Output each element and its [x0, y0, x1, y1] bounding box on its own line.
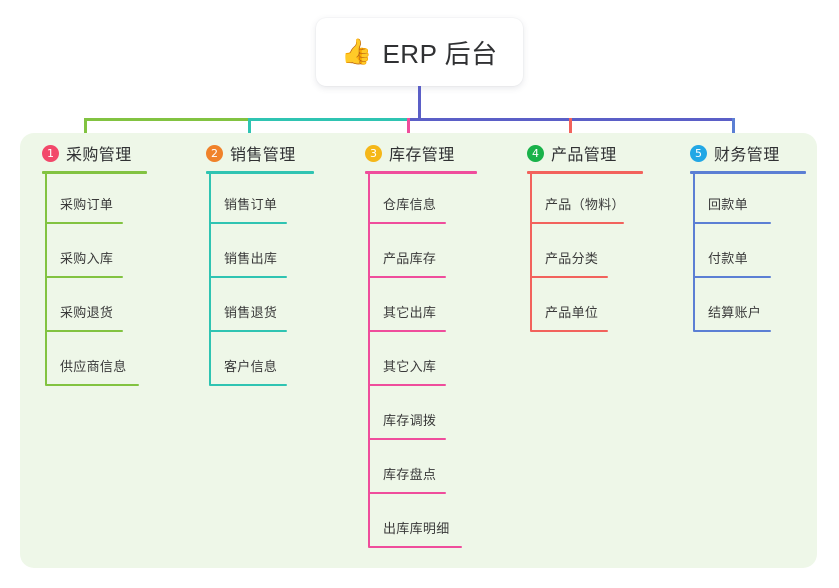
branch-title: 库存管理	[389, 147, 455, 164]
branch-spine	[530, 174, 532, 331]
branch-item-rule	[693, 276, 771, 278]
branch-item-label: 产品（物料）	[545, 197, 625, 212]
branch-item[interactable]: 回款单	[690, 180, 830, 234]
branch-item[interactable]: 仓库信息	[365, 180, 505, 234]
branch-spine	[45, 174, 47, 385]
branch-item[interactable]: 产品分类	[527, 234, 667, 288]
branch-title: 财务管理	[714, 147, 780, 164]
branch-item[interactable]: 结算账户	[690, 288, 830, 342]
branch-index-badge: 3	[365, 144, 382, 162]
branch-title: 销售管理	[230, 147, 296, 164]
branch-item-rule	[209, 222, 287, 224]
thumbs-up-icon: 👍	[341, 37, 373, 66]
branch-item[interactable]: 产品库存	[365, 234, 505, 288]
branch-item-label: 客户信息	[224, 359, 278, 374]
branch-spine	[693, 174, 695, 331]
root-node-card[interactable]: 👍 ERP 后台	[316, 18, 523, 86]
branch-item-rule	[693, 330, 771, 332]
branch-item-rule	[209, 330, 287, 332]
branch-item[interactable]: 采购入库	[42, 234, 182, 288]
bus-segment-1	[84, 118, 248, 121]
branch-item-rule	[368, 438, 446, 440]
branch-item[interactable]: 其它出库	[365, 288, 505, 342]
branch-item[interactable]: 销售退货	[206, 288, 346, 342]
branch-index-badge: 5	[690, 144, 707, 162]
branch-item[interactable]: 库存盘点	[365, 450, 505, 504]
branch-item-label: 其它出库	[383, 305, 437, 320]
branch-index-badge: 2	[206, 144, 223, 162]
branch-item[interactable]: 付款单	[690, 234, 830, 288]
branch-item-label: 销售退货	[224, 305, 278, 320]
branch-item-rule	[530, 276, 608, 278]
branch-item[interactable]: 客户信息	[206, 342, 346, 396]
branch-item-label: 产品分类	[545, 251, 599, 266]
branch-item-label: 销售出库	[224, 251, 278, 266]
branch-item-label: 采购订单	[60, 197, 114, 212]
branch-item-label: 付款单	[708, 251, 748, 266]
branch-item-rule	[368, 276, 446, 278]
branch-spine	[209, 174, 211, 385]
branch-item-rule	[693, 222, 771, 224]
branch-header-rule	[527, 171, 643, 174]
branch-header-4[interactable]: 4 产品管理	[527, 141, 617, 165]
branch-item-rule	[368, 222, 446, 224]
branch-item-rule	[368, 492, 446, 494]
branch-item[interactable]: 其它入库	[365, 342, 505, 396]
branch-item[interactable]: 销售出库	[206, 234, 346, 288]
branch-item[interactable]: 采购订单	[42, 180, 182, 234]
branch-item-rule	[45, 276, 123, 278]
branch-header-5[interactable]: 5 财务管理	[690, 141, 780, 165]
branch-item-rule	[45, 330, 123, 332]
branch-header-rule	[365, 171, 477, 174]
branch-index-badge: 1	[42, 144, 59, 162]
branch-item-rule	[530, 330, 608, 332]
branch-item-label: 采购退货	[60, 305, 114, 320]
branch-item-label: 其它入库	[383, 359, 437, 374]
branch-item-rule	[368, 546, 462, 548]
branch-item-rule	[45, 384, 139, 386]
branch-header-rule	[690, 171, 806, 174]
branch-index-badge: 4	[527, 144, 544, 162]
root-stem-connector	[418, 86, 421, 121]
branch-spine	[368, 174, 370, 547]
root-node-title: ERP 后台	[382, 38, 498, 69]
branch-item-label: 库存调拨	[383, 413, 437, 428]
branch-header-rule	[206, 171, 314, 174]
branch-item-label: 供应商信息	[60, 359, 127, 374]
branch-item-label: 回款单	[708, 197, 748, 212]
branch-item[interactable]: 采购退货	[42, 288, 182, 342]
branch-item[interactable]: 产品（物料）	[527, 180, 667, 234]
branch-item-label: 产品单位	[545, 305, 599, 320]
branch-header-rule	[42, 171, 147, 174]
branch-item-label: 结算账户	[708, 305, 762, 320]
branch-item-label: 产品库存	[383, 251, 437, 266]
branch-item-label: 库存盘点	[383, 467, 437, 482]
branch-item-rule	[368, 384, 446, 386]
branch-header-2[interactable]: 2 销售管理	[206, 141, 296, 165]
branch-title: 采购管理	[66, 147, 132, 164]
branch-item[interactable]: 库存调拨	[365, 396, 505, 450]
branch-item-rule	[209, 384, 287, 386]
branch-item[interactable]: 供应商信息	[42, 342, 182, 396]
branch-item-rule	[45, 222, 123, 224]
branches-panel: 1 采购管理采购订单采购入库采购退货供应商信息 2 销售管理销售订单销售出库销售退货客…	[20, 133, 817, 568]
branch-title: 产品管理	[551, 147, 617, 164]
branch-item-rule	[530, 222, 624, 224]
branch-item-label: 销售订单	[224, 197, 278, 212]
branch-item[interactable]: 出库库明细	[365, 504, 505, 558]
branch-item-label: 出库库明细	[383, 521, 450, 536]
branch-item[interactable]: 产品单位	[527, 288, 667, 342]
branch-header-3[interactable]: 3 库存管理	[365, 141, 455, 165]
branch-item-label: 仓库信息	[383, 197, 437, 212]
branch-item[interactable]: 销售订单	[206, 180, 346, 234]
bus-segment-2	[248, 118, 407, 121]
branch-header-1[interactable]: 1 采购管理	[42, 141, 132, 165]
branch-item-rule	[209, 276, 287, 278]
branch-item-label: 采购入库	[60, 251, 114, 266]
branch-item-rule	[368, 330, 446, 332]
